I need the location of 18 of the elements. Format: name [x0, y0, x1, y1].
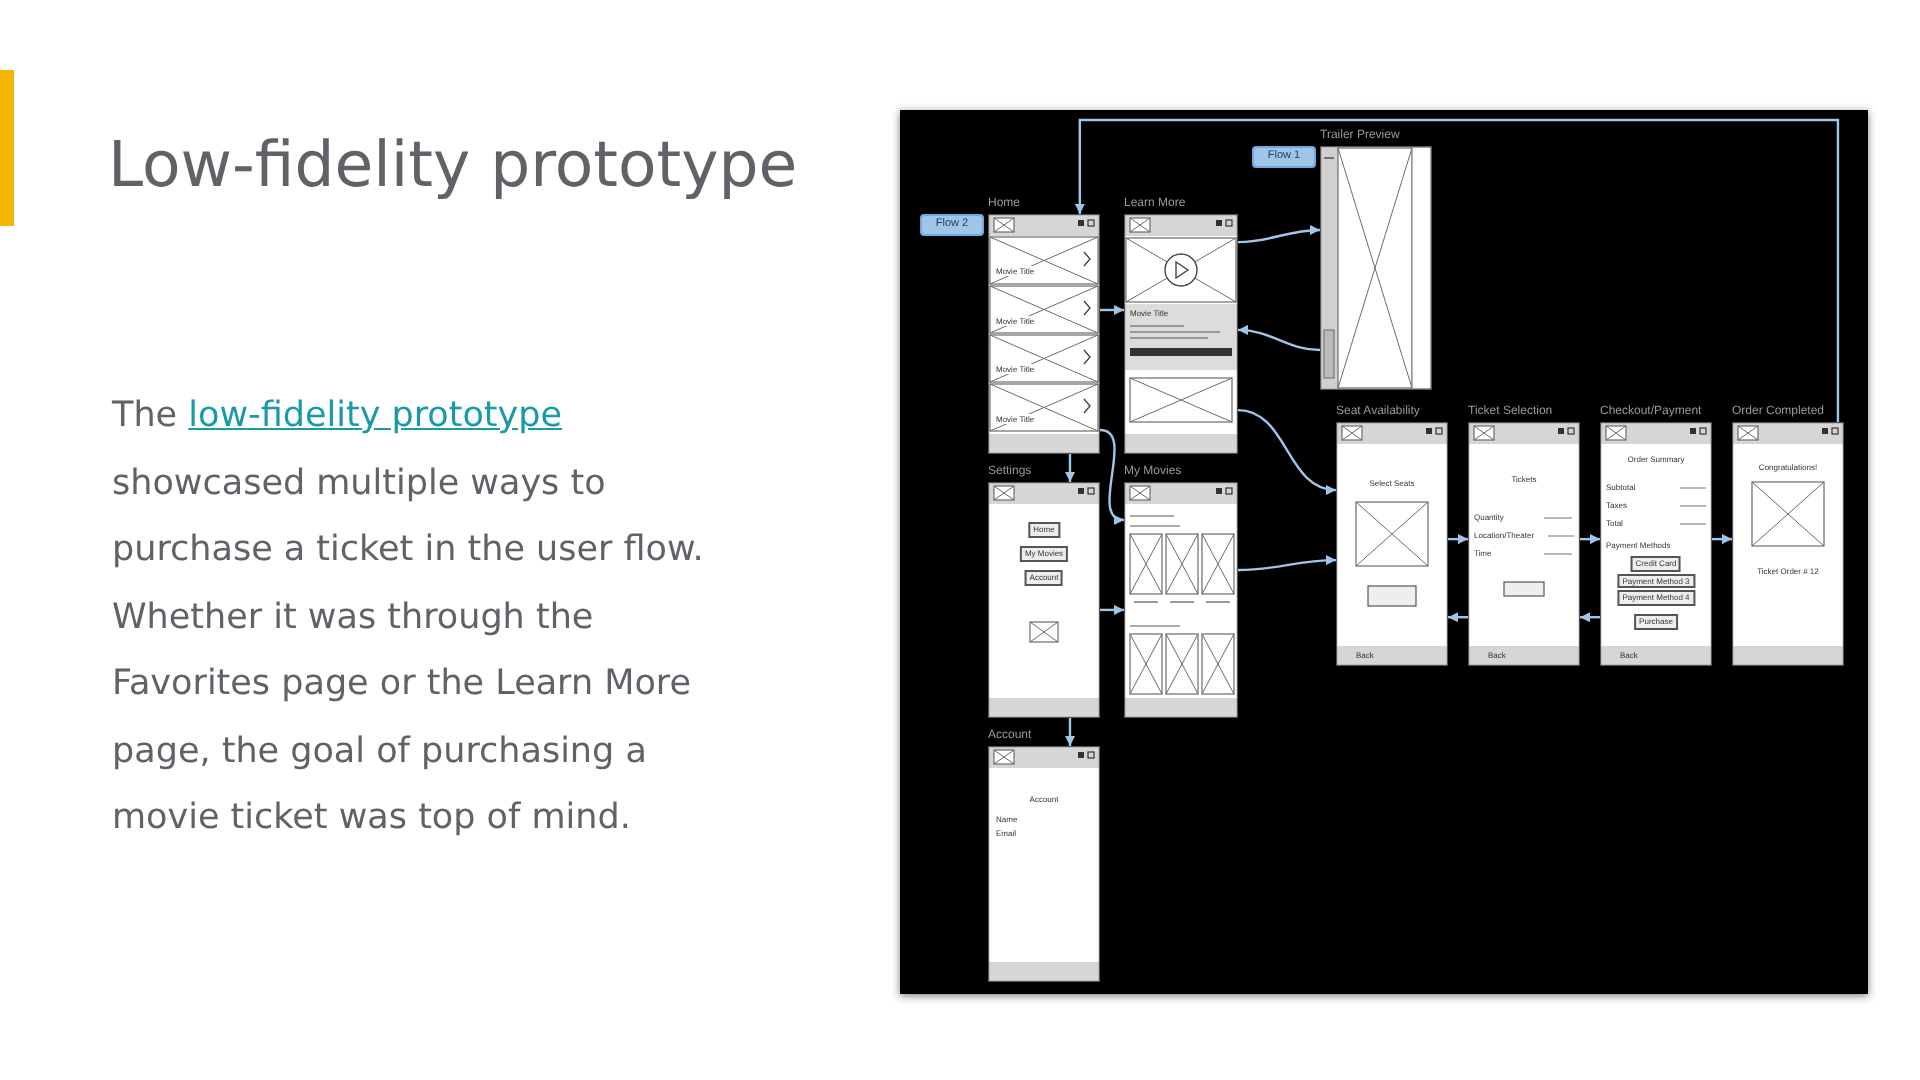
slide-title: Low-fidelity prototype [108, 128, 798, 206]
flow-arrow [1237, 325, 1321, 352]
flow-arrow [1448, 534, 1468, 545]
body-paragraph: The low-fidelity prototype showcased multiple ways to purchase a ticket in the user flow. Whether it was through the Favorites page or the Learn More page, the goal of purchasing a movie ticket was top of mind. [112, 394, 706, 842]
flow-arrow [1580, 612, 1600, 623]
flow-arrow [1065, 454, 1075, 482]
flow-arrow [1237, 225, 1321, 244]
flow-arrow [1448, 612, 1468, 623]
flow-arrow [1100, 305, 1124, 315]
prototype-link: low-fidelity prototype [188, 396, 563, 436]
flow-arrow [1074, 118, 1840, 422]
flow-arrow [1712, 534, 1732, 545]
flow-arrow [1237, 408, 1337, 494]
flow-arrow [1580, 534, 1600, 545]
flow-arrow [1100, 604, 1124, 615]
flow-arrow [1099, 428, 1125, 523]
flow-arrow [1237, 555, 1337, 572]
flow-arrow [1065, 718, 1075, 746]
